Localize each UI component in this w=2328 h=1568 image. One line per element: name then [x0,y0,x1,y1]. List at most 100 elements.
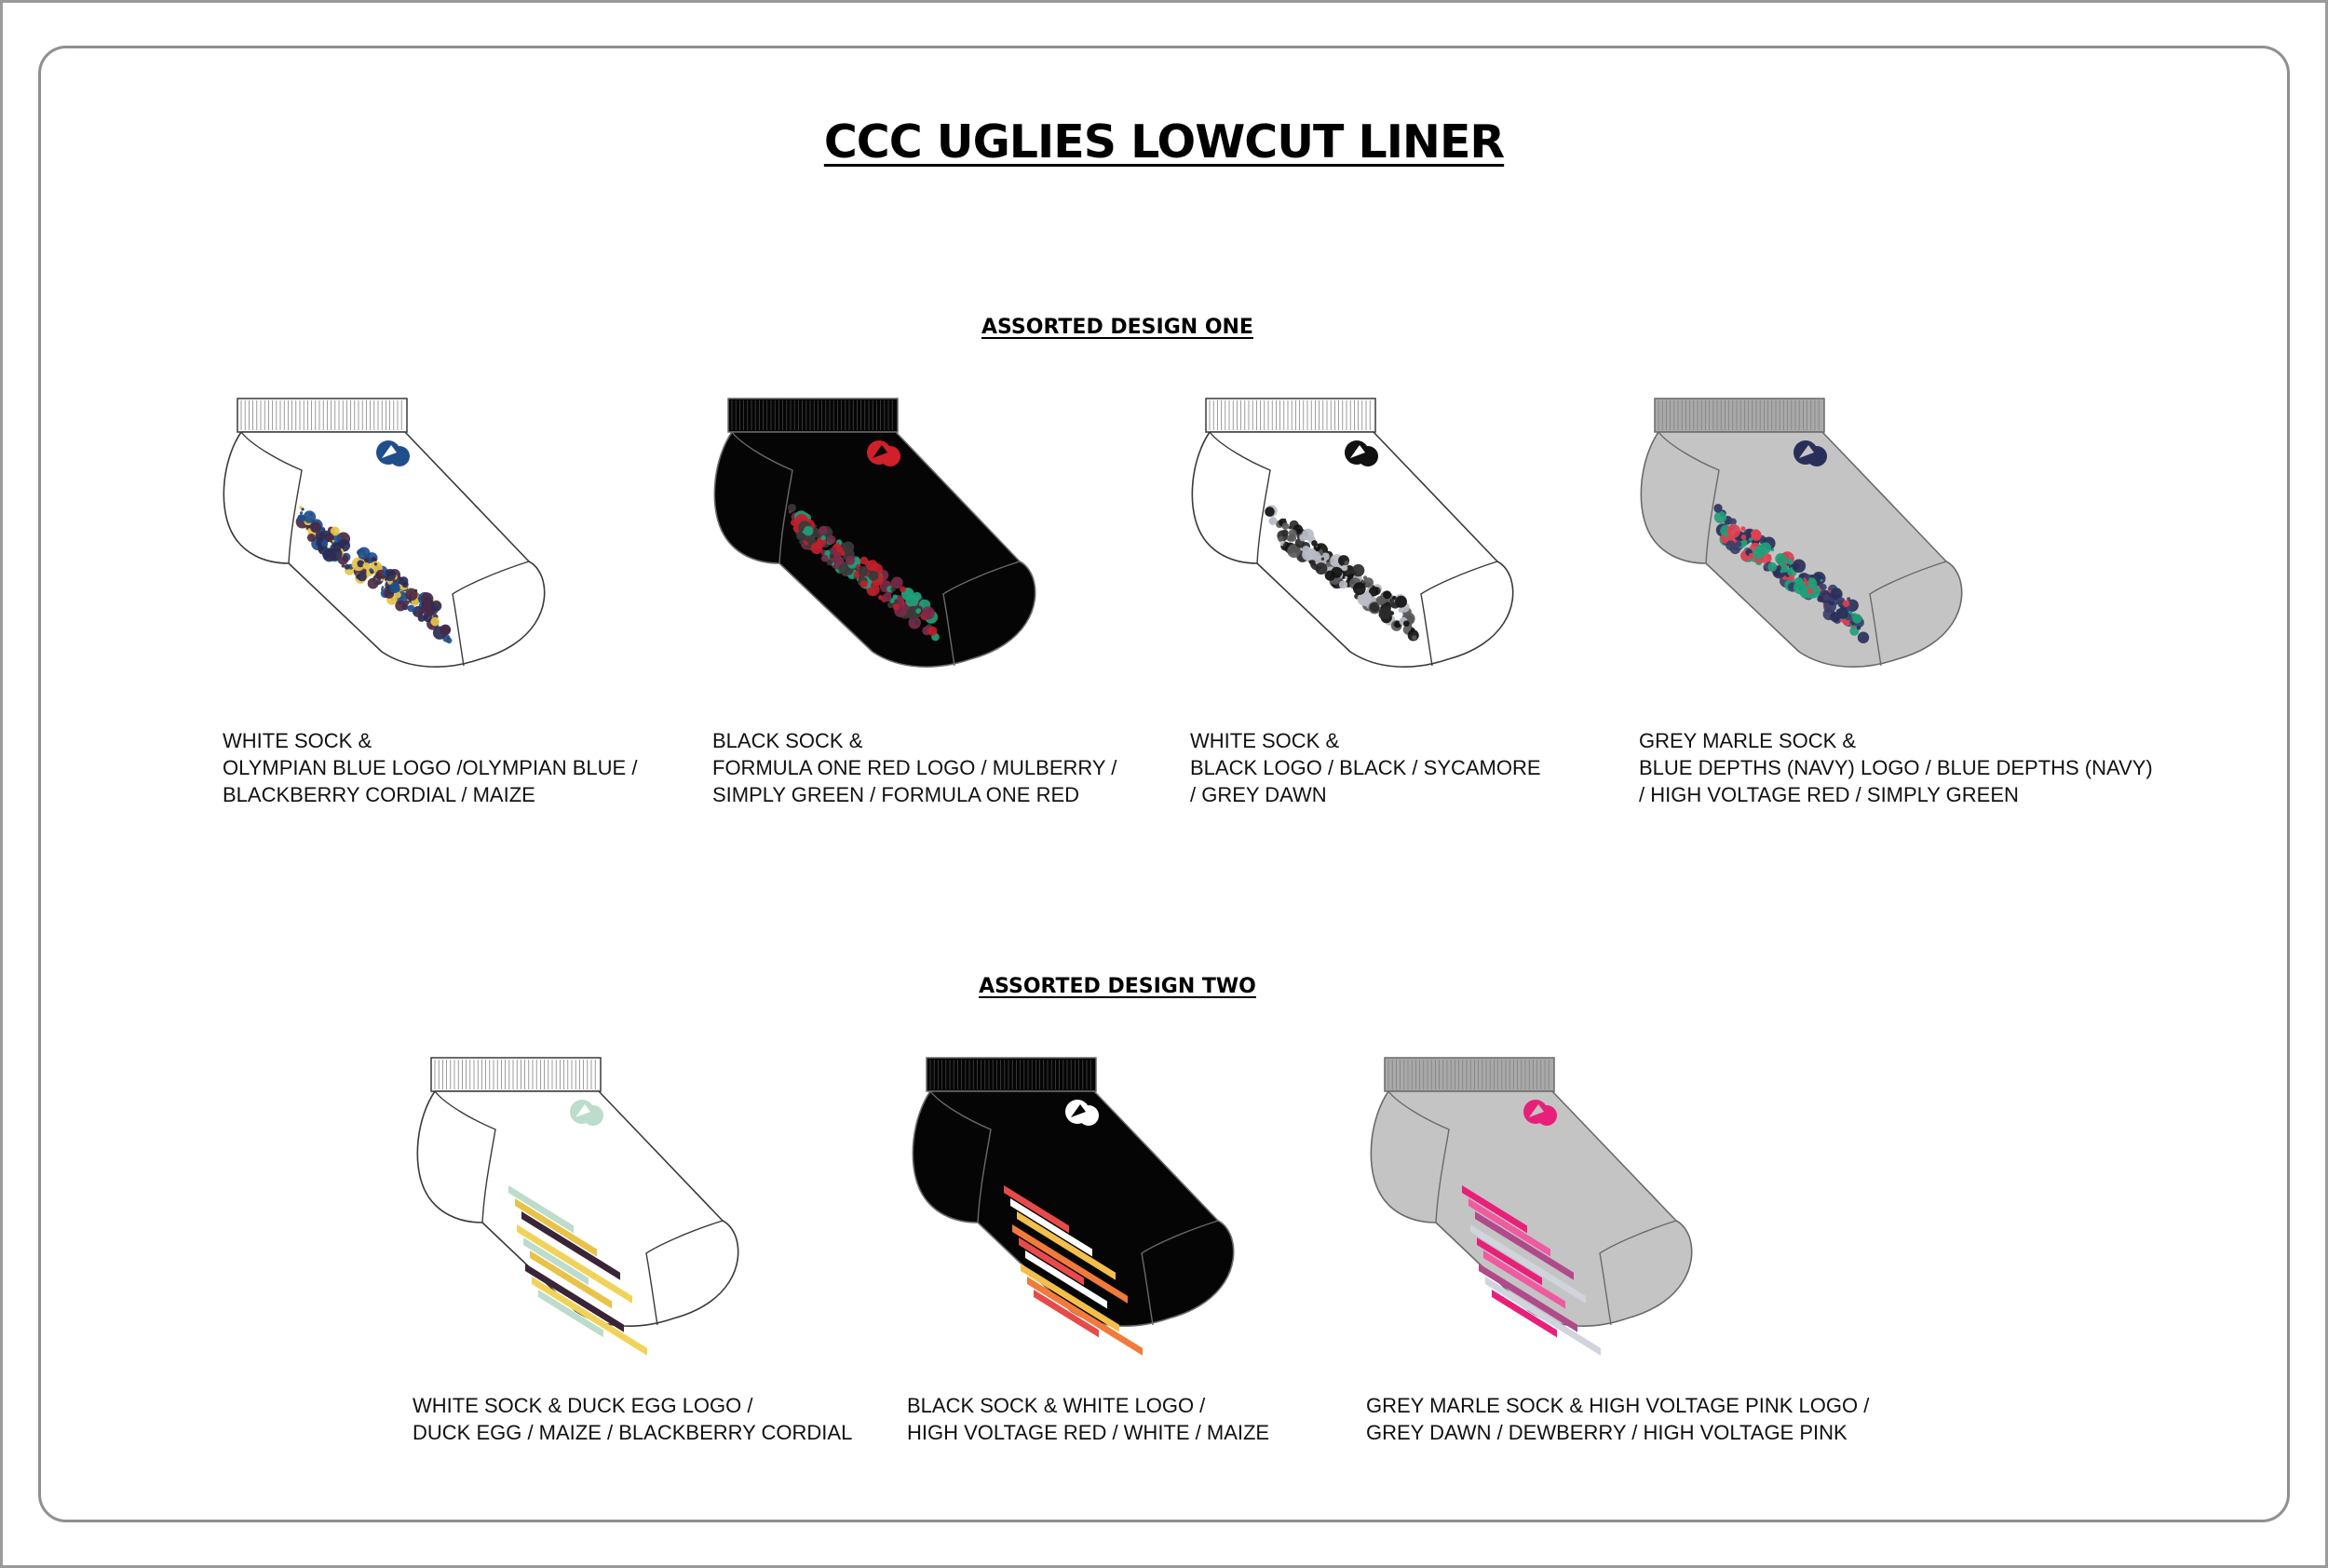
sock-illustration [1640,398,1963,668]
pattern-dot [344,563,350,570]
pattern-dot [1281,529,1289,537]
logo-notch [1350,445,1365,458]
pattern-dot [1269,518,1275,524]
pattern-dot [430,616,440,627]
pattern-dot [1375,595,1386,605]
brand-logo-icon [570,1100,603,1126]
pattern-dot [1713,505,1723,513]
pattern-dot [1852,626,1855,629]
heel-seam [1658,431,1720,564]
pattern-dot [1383,590,1391,600]
section-title-design-one: ASSORTED DESIGN ONE [981,316,1253,339]
pattern-dot [830,547,838,555]
pattern-stripe [1492,1290,1557,1338]
sock-pattern [1004,1185,1143,1356]
pattern-dot [440,625,451,636]
cuff-band [1654,398,1825,433]
pattern-dot [846,555,856,565]
pattern-dot [890,587,896,592]
toe-seam [1599,1220,1677,1326]
pattern-dot [1265,507,1275,517]
pattern-dot [1345,575,1348,579]
pattern-dot [1351,563,1365,577]
pattern-dot [1333,577,1340,583]
caption-line: / HIGH VOLTAGE RED / SIMPLY GREEN [1639,783,2019,806]
pattern-stripe [1462,1185,1527,1234]
pattern-dot [297,514,305,522]
pattern-dot [405,588,418,602]
heel-seam [434,1090,496,1223]
sock-body [223,431,546,668]
pattern-dot [803,525,814,536]
pattern-stripe [1470,1224,1586,1304]
sock-body [416,1090,739,1327]
pattern-dot [1807,588,1814,594]
pattern-dot [788,510,792,514]
pattern-stripe [1017,1211,1116,1280]
caption-line: FORMULA ONE RED LOGO / MULBERRY / [712,756,1117,779]
pattern-dot [900,586,906,593]
pattern-dot [866,560,878,572]
pattern-dot [301,507,305,511]
pattern-dot [834,542,840,548]
pattern-dot [430,601,442,612]
pattern-dot [381,588,384,591]
pattern-dot [371,557,377,563]
sock-cuff [430,1057,602,1092]
sock-cuff [727,398,899,433]
sock-cuff [1205,398,1376,433]
pattern-dot [1369,587,1379,597]
sock-cuff [237,398,408,433]
pattern-dot [392,579,397,584]
pattern-dot [1767,554,1772,559]
pattern-dot [381,586,385,589]
pattern-dot [1859,632,1864,637]
pattern-dot [1836,607,1848,619]
sock-caption: GREY MARLE SOCK & HIGH VOLTAGE PINK LOGO… [1366,1392,1869,1446]
pattern-dot [1369,602,1380,613]
pattern-dot [1363,577,1374,588]
pattern-dot [299,511,304,515]
pattern-dot [788,504,796,512]
pattern-dot [1820,584,1827,591]
pattern-dot [1764,568,1766,572]
pattern-dot [362,562,370,570]
pattern-dot [1729,518,1737,526]
pattern-dot [1753,547,1766,560]
pattern-dot [826,534,836,545]
pattern-dot [1344,561,1349,566]
sock-caption: GREY MARLE SOCK & BLUE DEPTHS (NAVY) LOG… [1639,727,2153,808]
pattern-dot [858,563,861,568]
caption-line: WHITE SOCK & [223,729,372,752]
pattern-dot [373,562,378,566]
sock-body [912,1090,1235,1327]
pattern-dot [1282,543,1287,547]
pattern-dot [1311,540,1318,547]
brand-logo-icon [1345,440,1378,466]
pattern-dot [1338,580,1348,589]
pattern-dot [407,604,415,613]
pattern-stripe [1025,1250,1107,1309]
caption-line: BLUE DEPTHS (NAVY) LOGO / BLUE DEPTHS (N… [1639,756,2153,779]
pattern-dot [1402,620,1410,627]
heel-seam [1387,1090,1450,1223]
pattern-dot [1352,582,1366,595]
brand-logo-icon [1793,440,1827,466]
pattern-dot [375,569,386,580]
sock-illustration [1191,398,1514,668]
brand-logo-icon [376,440,410,466]
pattern-dot [1748,552,1754,559]
sock-caption: BLACK SOCK & FORMULA ONE RED LOGO / MULB… [712,727,1117,808]
pattern-dot [1379,606,1392,620]
pattern-dot [1830,588,1843,601]
pattern-dot [1410,628,1415,632]
pattern-dot [414,612,417,615]
pattern-dot [1726,524,1741,538]
pattern-dot [389,582,400,594]
caption-line: BLACKBERRY CORDIAL / MAIZE [223,783,535,806]
pattern-stripe [525,1264,624,1332]
heel-seam [240,431,303,564]
pattern-dot [915,608,922,615]
pattern-stripe [538,1290,603,1338]
caption-line: GREY MARLE SOCK & HIGH VOLTAGE PINK LOGO… [1366,1394,1870,1417]
